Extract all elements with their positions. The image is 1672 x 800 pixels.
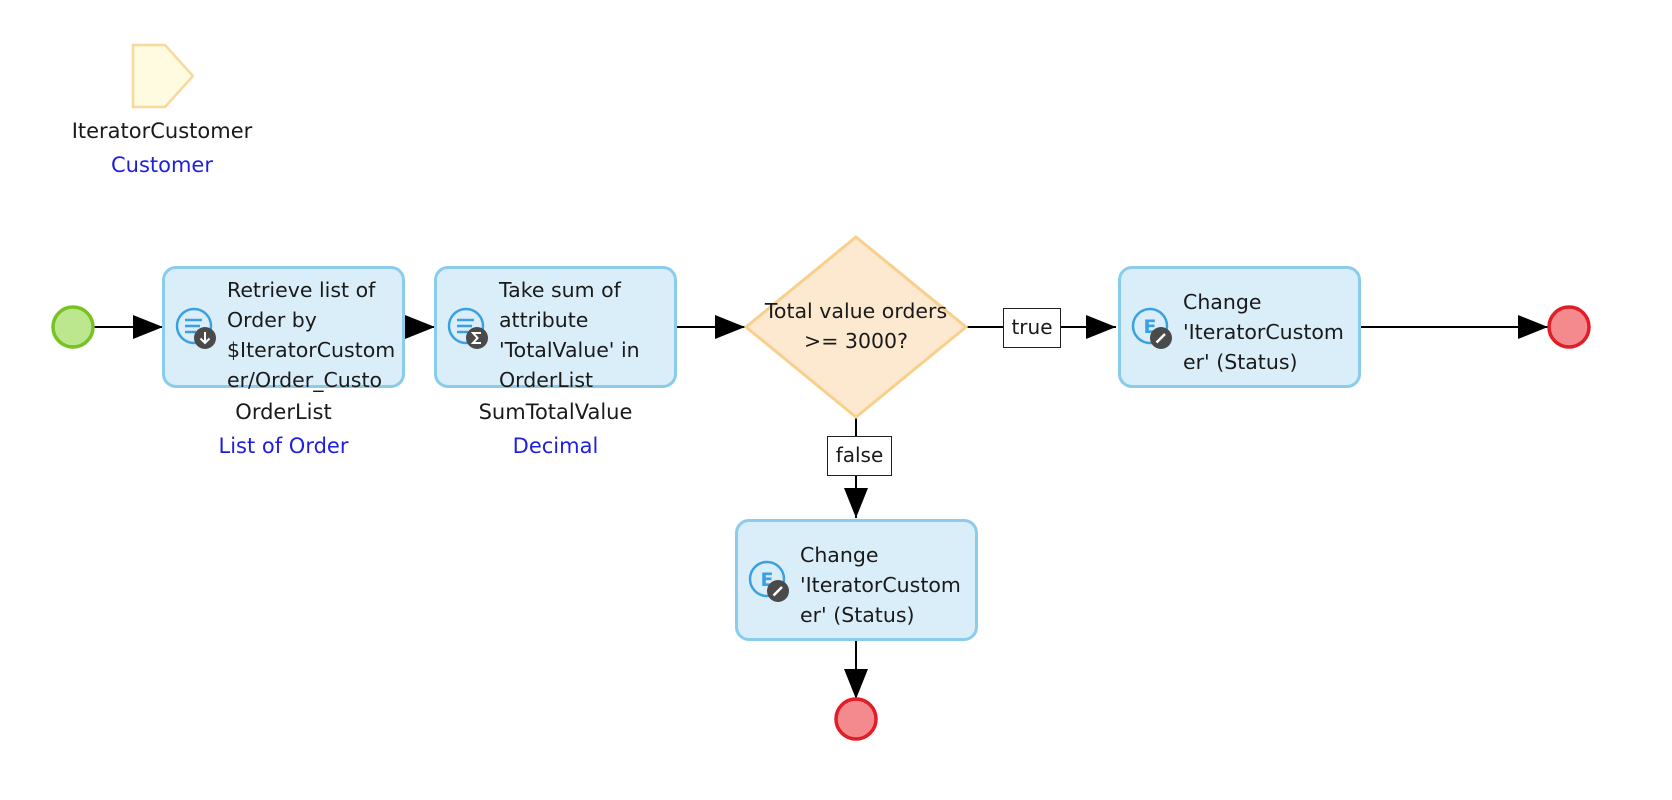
decision-label-line2: >= 3000? xyxy=(804,329,908,353)
start-event[interactable] xyxy=(51,305,95,349)
aggregate-activity-text: Take sum of attribute 'TotalValue' in Or… xyxy=(499,278,640,392)
false-flow-label[interactable]: false xyxy=(827,436,892,476)
change-true-activity-text: Change 'IteratorCustom er' (Status) xyxy=(1183,290,1344,374)
parameter-name: IteratorCustomer xyxy=(71,119,253,143)
decision-label-line1: Total value orders xyxy=(764,299,948,323)
parameter-type: Customer xyxy=(110,153,213,177)
change-false-activity-text: Change 'IteratorCustom er' (Status) xyxy=(800,543,961,627)
parameter-shape[interactable] xyxy=(131,43,195,109)
aggregate-icon xyxy=(447,307,488,349)
retrieve-output-name: OrderList xyxy=(235,400,332,424)
change-object-icon: E xyxy=(748,560,789,602)
change-object-activity-false[interactable]: E Change 'IteratorCustom er' (Status) xyxy=(735,519,978,641)
aggregate-output-type: Decimal xyxy=(512,434,599,458)
change-object-activity-true[interactable]: E Change 'IteratorCustom er' (Status) xyxy=(1118,266,1361,388)
end-event-true[interactable] xyxy=(1547,305,1591,349)
decision-shape[interactable] xyxy=(743,235,969,419)
aggregate-activity[interactable]: Take sum of attribute 'TotalValue' in Or… xyxy=(434,266,677,392)
change-object-icon: E xyxy=(1131,307,1172,349)
aggregate-output-name: SumTotalValue xyxy=(478,400,633,424)
end-event-false[interactable] xyxy=(834,697,878,741)
true-flow-label[interactable]: true xyxy=(1003,308,1061,348)
retrieve-activity-text: Retrieve list of Order by $IteratorCusto… xyxy=(227,278,396,392)
retrieve-activity[interactable]: Retrieve list of Order by $IteratorCusto… xyxy=(162,266,405,392)
decision-label: Total value orders >= 3000? xyxy=(746,296,966,356)
retrieve-output-type: List of Order xyxy=(218,434,349,458)
retrieve-icon xyxy=(175,307,216,349)
